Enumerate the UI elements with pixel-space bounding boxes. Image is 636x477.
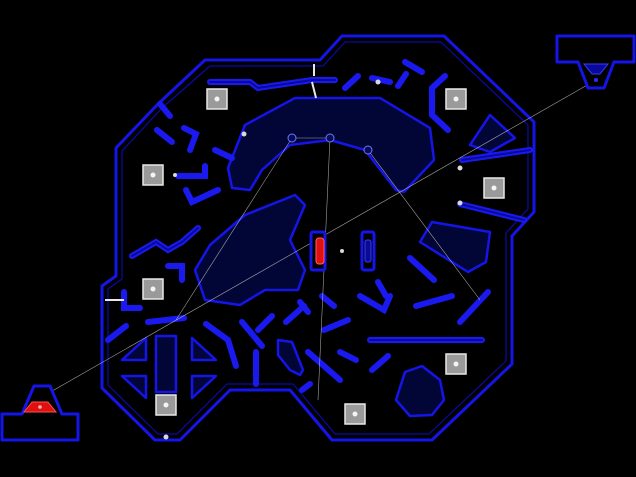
turret-node-1 <box>287 133 297 143</box>
southeast-blob-zone <box>394 364 446 418</box>
supply-crate[interactable] <box>206 88 228 110</box>
southwest-triangle-cluster <box>120 334 218 400</box>
white-barriers <box>105 64 317 301</box>
supply-crates[interactable] <box>142 88 505 425</box>
northeast-triangle-zone <box>468 113 517 154</box>
supply-crate[interactable] <box>344 403 366 425</box>
supply-crate[interactable] <box>142 278 164 300</box>
east-zone <box>418 220 492 274</box>
west-blob-zone <box>193 193 307 307</box>
supply-crate[interactable] <box>142 164 164 186</box>
pellets <box>163 79 463 440</box>
enemy-core[interactable] <box>360 230 376 272</box>
supply-crate[interactable] <box>155 394 177 416</box>
interior-wall-cores <box>131 79 531 341</box>
north-arch-zone <box>226 96 436 194</box>
turret-node-3 <box>363 145 373 155</box>
supply-crate[interactable] <box>483 177 505 199</box>
arena-boundary <box>100 34 536 442</box>
turret-nodes <box>287 133 373 155</box>
supply-crate[interactable] <box>445 353 467 375</box>
south-notch-zone <box>276 338 305 377</box>
player-core[interactable] <box>309 230 327 272</box>
enemy-spawn-top-right <box>555 34 636 90</box>
player-spawn-bottom-left <box>0 384 80 442</box>
turret-node-2 <box>325 133 335 143</box>
supply-crate[interactable] <box>445 88 467 110</box>
